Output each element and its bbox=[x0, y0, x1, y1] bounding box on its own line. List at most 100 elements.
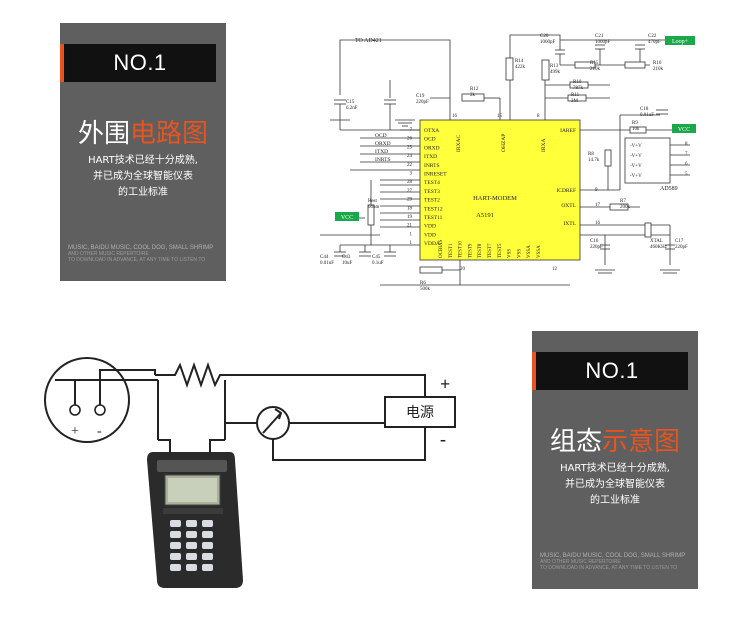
component-value: 787k bbox=[573, 86, 584, 91]
chip-pin-name: OHZAP bbox=[501, 134, 507, 152]
keypad-key bbox=[170, 520, 181, 527]
component-value: 210k bbox=[590, 67, 601, 72]
component-ref: C15 bbox=[346, 100, 355, 105]
chip-pin-name: IRXAC bbox=[456, 135, 462, 152]
keypad-key bbox=[202, 564, 213, 571]
feature-card-config: NO.1 组态示意图 HART技术已经十分成熟, 并已成为全球智能仪表 的工业标… bbox=[532, 331, 698, 589]
component-value: 499k bbox=[550, 70, 561, 75]
chip-pin-name: VSSA bbox=[537, 245, 542, 258]
component-ref: R15 bbox=[590, 61, 599, 66]
svg-text:Loop+: Loop+ bbox=[672, 39, 689, 45]
keypad-key bbox=[202, 520, 213, 527]
svg-text:VCC: VCC bbox=[678, 127, 690, 133]
component-value: 14.7k bbox=[588, 158, 600, 163]
modem-chip bbox=[419, 119, 581, 261]
component-value: 470pF bbox=[648, 40, 661, 45]
component-value: 460KHz bbox=[650, 245, 668, 250]
power-minus: - bbox=[440, 429, 446, 449]
svg-text:VCC: VCC bbox=[341, 215, 353, 221]
chip-pin-number: 26 bbox=[407, 137, 413, 142]
chip-pin-number: 16 bbox=[452, 114, 458, 119]
chip-pin-name: OXTL bbox=[561, 203, 576, 209]
component-value: 0ohm bbox=[368, 205, 380, 210]
chip-pin-number: 28 bbox=[407, 180, 413, 185]
component-ref: C18 bbox=[640, 107, 649, 112]
component-value: 220pF bbox=[590, 245, 603, 250]
keypad-key bbox=[202, 542, 213, 549]
chip-pin-number: 8 bbox=[537, 114, 540, 119]
fine-line: AND OTHER MUSIC REPERTOIRE bbox=[68, 251, 149, 257]
component-value: 200k bbox=[620, 205, 631, 210]
component-ref: R7 bbox=[620, 199, 626, 204]
chip-pin-name: ITXD bbox=[424, 154, 437, 160]
component-ref: C22 bbox=[648, 34, 657, 39]
chip-pin-number: 1 bbox=[410, 241, 413, 246]
title-plain: 外围 bbox=[77, 119, 130, 149]
communicator-keypad bbox=[170, 520, 213, 571]
component-value: 0.1uF bbox=[372, 261, 384, 266]
keypad-key bbox=[186, 542, 197, 549]
component-ref: R11 bbox=[571, 93, 580, 98]
component-ref: Rest bbox=[368, 199, 378, 204]
keypad-key bbox=[186, 564, 197, 571]
power-label: 电源 bbox=[406, 405, 434, 421]
chip-pin-name: TEST10 bbox=[459, 241, 464, 258]
chip-pin-name: TEST9 bbox=[468, 243, 473, 258]
component-ref: C17 bbox=[675, 239, 684, 244]
chip-pin-name: IXTL bbox=[563, 221, 576, 227]
component-labels: C156.2nFC19220pFR122kC201000pFC211000pFC… bbox=[320, 34, 688, 292]
communicator-header bbox=[157, 460, 227, 472]
component-value: 0.01uF bbox=[320, 261, 334, 266]
desc-line: HART技术已经十分成熟, bbox=[560, 463, 670, 474]
chip-name: HART-MODEM bbox=[473, 195, 517, 202]
keypad-key bbox=[202, 553, 213, 560]
component-ref: C43 bbox=[342, 255, 351, 260]
chip-pin-number: 18 bbox=[407, 206, 413, 211]
ad589-label: AD589 bbox=[660, 186, 678, 192]
power-supply-box bbox=[384, 396, 456, 428]
circuit-schematic: VCC VCC Loop+ HART-MODEM A5191 OTXA7OCD2… bbox=[320, 34, 696, 292]
chip-pin-number: 24 bbox=[407, 154, 413, 159]
component-ref: R8 bbox=[588, 152, 594, 157]
component-value: 1000pF bbox=[540, 40, 556, 45]
keypad-key bbox=[170, 564, 181, 571]
chip-pin-number: 29 bbox=[407, 198, 413, 203]
left-pin-labels: OTXA7OCD26ORXD25ITXD24INRTS22INRESET3TES… bbox=[407, 128, 447, 247]
component-value: 220pF bbox=[675, 245, 688, 250]
chip-pin-name: OCBIAS bbox=[439, 239, 444, 258]
card-description: HART技术已经十分成熟, 并已成为全球智能仪表 的工业标准 bbox=[60, 153, 226, 201]
terminal-icon bbox=[69, 404, 81, 416]
device-plus: + bbox=[71, 424, 79, 439]
net-ad421: TO AD421 bbox=[355, 38, 382, 44]
chip-pin-name: IAREF bbox=[560, 128, 576, 134]
component-ref: R16 bbox=[653, 61, 662, 66]
device-minus: - bbox=[97, 424, 102, 439]
chip-pin-number: 19 bbox=[407, 215, 413, 220]
component-value: 2k bbox=[470, 93, 476, 98]
ref-pin-number: 7 bbox=[685, 152, 688, 157]
power-plus: + bbox=[440, 374, 450, 394]
component-ref: R10 bbox=[573, 80, 582, 85]
feature-card-circuit: NO.1 外围电路图 HART技术已经十分成熟, 并已成为全球智能仪表 的工业标… bbox=[60, 23, 226, 281]
component-value: 220pF bbox=[416, 100, 429, 105]
screen-display bbox=[168, 478, 217, 502]
ref-pin-label: -V+V bbox=[630, 164, 642, 169]
component-ref: R14 bbox=[515, 59, 524, 64]
chip-pin-name: TEST7 bbox=[488, 243, 493, 258]
chip-pin-number: 17 bbox=[595, 203, 601, 208]
chip-pin-name: VDD bbox=[424, 232, 436, 238]
transmitter-device bbox=[44, 357, 130, 443]
vcc-tag-left: VCC bbox=[335, 212, 359, 221]
net-label: ORXD bbox=[375, 141, 391, 147]
net-label: INRTS bbox=[375, 157, 391, 163]
chip-pin-name: TEST1 bbox=[449, 243, 454, 258]
chip-pin-number: 3 bbox=[410, 172, 413, 177]
component-ref: C21 bbox=[595, 34, 604, 39]
keypad-key bbox=[186, 520, 197, 527]
chip-pin-number: 20 bbox=[460, 267, 466, 272]
component-ref: R13 bbox=[550, 64, 559, 69]
chip-part: A5191 bbox=[476, 212, 494, 219]
fine-print: MUSIC, BAIDU MUSIC, COOL DOG, SMALL SHRI… bbox=[68, 245, 218, 263]
